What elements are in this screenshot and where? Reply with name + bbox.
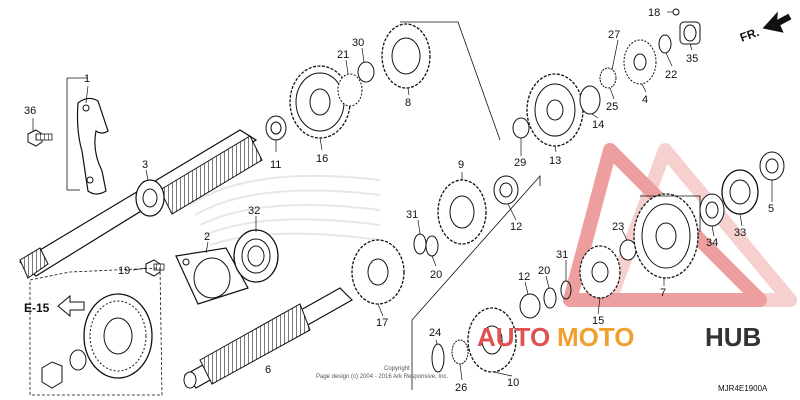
bearing-12-upper <box>493 175 519 205</box>
callout-24: 24 <box>429 327 441 339</box>
callout-34: 34 <box>706 237 718 249</box>
bearing-part <box>233 229 279 283</box>
bushing-14 <box>579 85 601 115</box>
circlip-31 <box>413 233 427 255</box>
washer-25 <box>599 67 617 89</box>
washer-20 <box>425 235 439 257</box>
callout-26: 26 <box>455 382 467 394</box>
bracket-part <box>66 77 109 195</box>
callout-29: 29 <box>514 157 526 169</box>
bearing-33 <box>721 169 759 215</box>
callout-25: 25 <box>606 101 618 113</box>
washer-23 <box>619 239 637 261</box>
callout-21: 21 <box>337 49 349 61</box>
callout-15: 15 <box>592 315 604 327</box>
callout-3: 3 <box>142 159 148 171</box>
bearing-34 <box>699 193 725 227</box>
callout-27: 27 <box>608 29 620 41</box>
seal-5 <box>759 151 785 181</box>
washer-30 <box>357 61 375 83</box>
callout-32: 32 <box>248 205 260 217</box>
callout-33: 33 <box>734 227 746 239</box>
callout-13: 13 <box>549 155 561 167</box>
callout-14: 14 <box>592 119 604 131</box>
washer-22 <box>658 34 672 54</box>
callout-5: 5 <box>768 203 774 215</box>
dowel-18 <box>672 8 680 16</box>
callout-10: 10 <box>507 377 519 389</box>
bolt-part <box>27 129 53 147</box>
callout-35: 35 <box>686 53 698 65</box>
collar-part <box>265 115 287 141</box>
gear-16 <box>289 65 351 139</box>
gear-17 <box>351 239 405 305</box>
mainshaft-part <box>18 129 263 279</box>
wing-watermark <box>189 174 381 246</box>
washer-20-lower <box>543 287 557 309</box>
bolt-part <box>145 259 165 277</box>
callout-30: 30 <box>352 37 364 49</box>
callout-12-lower: 12 <box>518 271 530 283</box>
clutch-assembly-reference <box>29 267 163 396</box>
leader-lines <box>32 11 773 381</box>
callout-22: 22 <box>665 69 677 81</box>
diagram-code: MJR4E1900A <box>718 384 768 393</box>
washer-26 <box>451 339 469 365</box>
bearing-35 <box>679 21 701 45</box>
callout-12-upper: 12 <box>510 221 522 233</box>
ref-marker-label: E-15 <box>24 301 50 315</box>
group-brackets <box>400 21 701 390</box>
countershaft-part <box>183 287 353 389</box>
callout-8: 8 <box>405 97 411 109</box>
callout-19: 19 <box>118 265 130 277</box>
callout-20-lower: 20 <box>538 265 550 277</box>
callout-31-lower: 31 <box>556 249 568 261</box>
gear-15 <box>579 245 621 299</box>
gear-10 <box>467 307 517 373</box>
gear-21 <box>337 73 363 107</box>
copyright-small: Copyright <box>384 366 410 372</box>
automotohub-watermark: AUTO MOTO HUB <box>477 322 761 352</box>
watermark-text-auto: AUTO <box>477 322 550 352</box>
callout-6: 6 <box>265 364 271 376</box>
copyright-line: Page design (c) 2004 - 2016 Ark Responsi… <box>316 374 448 380</box>
washer-29 <box>512 117 530 139</box>
bearing-12-lower <box>519 293 541 319</box>
gear-4 <box>623 39 657 85</box>
callout-4: 4 <box>642 94 648 106</box>
callout-1: 1 <box>84 73 90 85</box>
watermark-text-hub: HUB <box>705 322 761 352</box>
callout-9: 9 <box>458 159 464 171</box>
front-arrow-icon: FR. <box>738 11 792 45</box>
gear-8 <box>381 23 431 89</box>
callout-18: 18 <box>648 7 660 19</box>
callout-36: 36 <box>24 105 36 117</box>
callout-17: 17 <box>376 317 388 329</box>
gear-9 <box>437 179 487 245</box>
callout-2: 2 <box>204 231 210 243</box>
reference-arrow-icon <box>57 294 85 318</box>
callout-16: 16 <box>316 153 328 165</box>
bearing-holder-plate <box>175 247 249 305</box>
callout-numbers: 1 2 3 4 5 6 7 8 9 10 11 12 12 13 14 15 1… <box>24 7 774 394</box>
callout-7: 7 <box>660 287 666 299</box>
gear-13 <box>526 73 584 147</box>
callout-23: 23 <box>612 221 624 233</box>
callout-20-upper: 20 <box>430 269 442 281</box>
callout-11: 11 <box>270 159 281 171</box>
callout-31-upper: 31 <box>406 209 418 221</box>
washer-24 <box>431 343 445 373</box>
gear-7 <box>633 193 699 279</box>
front-marker-label: FR. <box>738 25 761 45</box>
watermark-text-moto: MOTO <box>557 322 635 352</box>
